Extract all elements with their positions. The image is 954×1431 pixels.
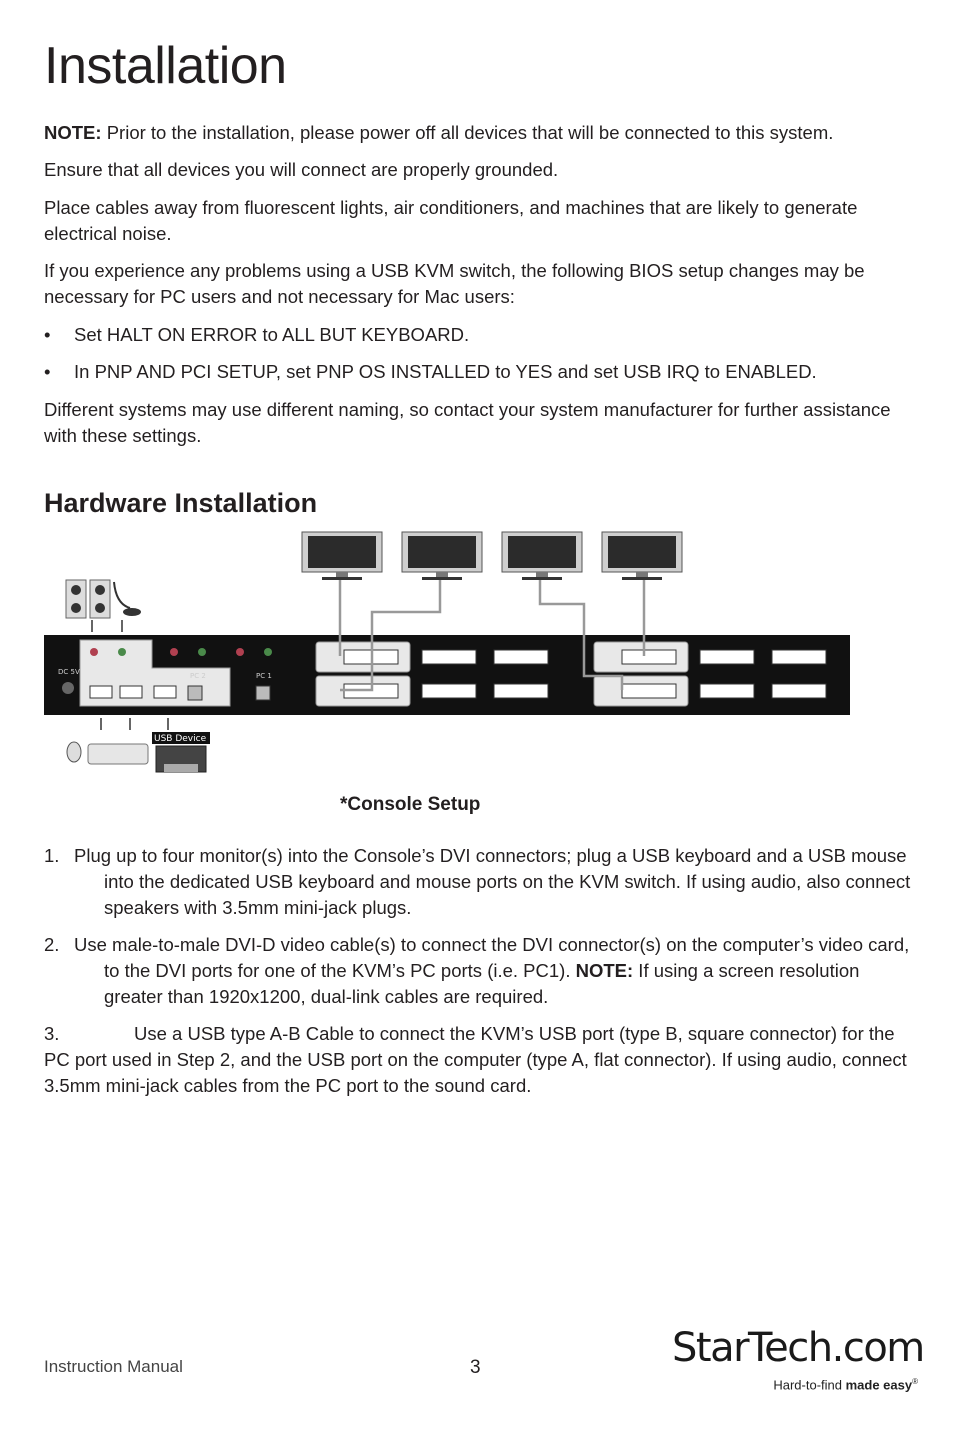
step-text-a: Use male-to-male DVI-D video cable(s) to…	[74, 934, 910, 981]
usb-b-port-icon	[255, 685, 271, 701]
logo-tag-a: Hard-to-find	[773, 1377, 846, 1393]
note-text: Prior to the installation, please power …	[101, 122, 834, 143]
audio-jack-icon	[198, 648, 206, 656]
bullet-symbol: •	[44, 324, 51, 345]
microphone-icon	[113, 581, 141, 616]
keyboard-icon	[87, 743, 149, 765]
bios-paragraph: If you experience any problems using a U…	[44, 260, 865, 307]
step-text-b: If using a screen resolution greater tha…	[104, 960, 860, 1007]
step-body: Use a USB type A-B Cable to connect the …	[44, 1023, 907, 1096]
monitor-icon	[301, 531, 383, 580]
bullet-text: Set HALT ON ERROR to ALL BUT KEYBOARD.	[74, 324, 470, 345]
step-text: Use male-to-male DVI-D video cable(s) to…	[44, 932, 914, 1010]
monitor-icon	[401, 531, 483, 580]
step-item: 1. Plug up to four monitor(s) into the C…	[44, 843, 914, 921]
usb-device-label: USB Device	[154, 734, 207, 744]
step-number: 3.	[44, 1023, 60, 1044]
bullet-item: • Set HALT ON ERROR to ALL BUT KEYBOARD.	[44, 322, 914, 348]
bullet-symbol: •	[44, 361, 51, 382]
startech-logo: StarTech.com Hard-to-find made easy®	[672, 1325, 925, 1397]
monitor-icon	[501, 531, 583, 580]
mouse-icon	[66, 741, 82, 763]
audio-jack-icon	[90, 648, 98, 656]
section-heading: Hardware Installation	[44, 488, 318, 518]
step-item: 2. Use male-to-male DVI-D video cable(s)…	[44, 932, 914, 1010]
logo-brand: StarTech.com	[672, 1325, 925, 1371]
audio-jack-icon	[118, 648, 126, 656]
usb-port-icon	[89, 685, 177, 699]
step-text: 3.Use a USB type A-B Cable to connect th…	[44, 1021, 914, 1099]
bullet-item: • In PNP AND PCI SETUP, set PNP OS INSTA…	[44, 359, 914, 385]
speakers-icon	[65, 579, 111, 619]
usb-device-label-bg	[152, 732, 210, 744]
dc-label: DC 5V	[58, 668, 80, 676]
cables-paragraph: Place cables away from fluorescent light…	[44, 197, 858, 244]
footer-manual-label: Instruction Manual	[44, 1357, 183, 1376]
power-jack-icon	[62, 682, 74, 694]
audio-jack-icon	[170, 648, 178, 656]
dvi-module-right	[593, 641, 827, 707]
bullet-text: In PNP AND PCI SETUP, set PNP OS INSTALL…	[74, 361, 817, 382]
note-label: NOTE:	[44, 122, 102, 143]
diagram-caption: *Console Setup	[340, 794, 481, 815]
step-text: Plug up to four monitor(s) into the Cons…	[74, 845, 911, 918]
logo-tag-b: made easy	[845, 1377, 913, 1393]
page-title: Installation	[44, 37, 287, 95]
audio-jack-icon	[236, 648, 244, 656]
audio-jack-icon	[264, 648, 272, 656]
logo-reg: ®	[912, 1377, 918, 1386]
port-label-pc1: PC 1	[256, 672, 272, 680]
console-setup-diagram: DC 5V PC 2 PC 1 USB Device	[44, 531, 850, 773]
monitor-cables	[338, 580, 646, 692]
page-number: 3	[470, 1357, 481, 1378]
step-item: 3.Use a USB type A-B Cable to connect th…	[44, 1021, 914, 1099]
step-number: 2.	[44, 934, 60, 955]
note-paragraph: NOTE: Prior to the installation, please …	[44, 120, 914, 146]
logo-tagline: Hard-to-find made easy®	[773, 1377, 918, 1392]
step-number: 1.	[44, 845, 60, 866]
grounding-paragraph: Ensure that all devices you will connect…	[44, 159, 559, 180]
naming-paragraph: Different systems may use different nami…	[44, 399, 891, 446]
port-label-pc2: PC 2	[190, 672, 206, 680]
monitor-icon	[601, 531, 683, 580]
note-label: NOTE:	[575, 960, 634, 981]
usb-b-port-icon	[187, 685, 203, 701]
